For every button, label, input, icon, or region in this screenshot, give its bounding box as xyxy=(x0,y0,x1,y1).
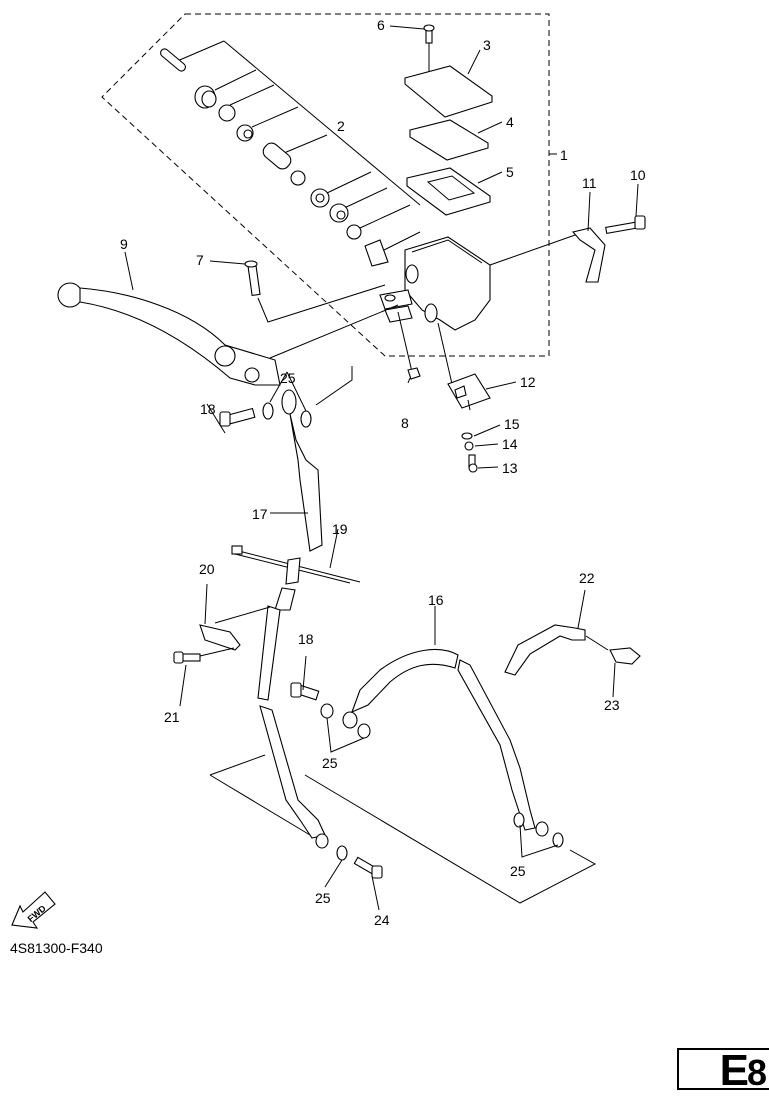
leader-lines xyxy=(124,25,639,911)
callout-7[interactable]: 7 xyxy=(196,252,204,268)
callout-21[interactable]: 21 xyxy=(164,709,180,725)
washer-middle-1 xyxy=(320,703,334,719)
hose-bracket-part xyxy=(504,624,586,676)
callout-10[interactable]: 10 xyxy=(630,167,646,183)
callout-18-upper[interactable]: 18 xyxy=(200,401,216,417)
dust-boot xyxy=(194,85,217,109)
seal-washer xyxy=(310,188,330,208)
cable-tie-part xyxy=(231,545,361,585)
callout-22[interactable]: 22 xyxy=(579,570,595,586)
callout-17[interactable]: 17 xyxy=(252,506,268,522)
callout-20[interactable]: 20 xyxy=(199,561,215,577)
callout-11[interactable]: 11 xyxy=(582,175,597,191)
callout-25-upper[interactable]: 25 xyxy=(280,370,296,386)
callout-3[interactable]: 3 xyxy=(483,37,491,53)
master-cylinder-body xyxy=(379,236,491,331)
kit-leader-lines xyxy=(174,40,421,251)
section-letter: E xyxy=(719,1046,749,1095)
piston-cup xyxy=(236,124,254,142)
nut-part xyxy=(407,367,421,380)
callout-18-middle[interactable]: 18 xyxy=(298,631,314,647)
kit-bracket xyxy=(223,40,421,206)
washer-upper-2 xyxy=(300,410,312,428)
assembly-boundary xyxy=(101,13,550,357)
guide-bolt-part xyxy=(173,651,201,664)
brake-switch-part xyxy=(447,373,491,409)
switch-screw-part xyxy=(468,454,478,473)
callout-24[interactable]: 24 xyxy=(374,912,390,928)
callout-4[interactable]: 4 xyxy=(506,114,514,130)
callout-25-lower-left[interactable]: 25 xyxy=(315,890,331,906)
spring xyxy=(364,239,389,267)
callout-9[interactable]: 9 xyxy=(120,236,128,252)
union-bolt-lower-part xyxy=(353,856,383,879)
holder-bolt-part xyxy=(605,215,646,235)
diaphragm-part xyxy=(406,167,491,216)
callout-2[interactable]: 2 xyxy=(337,118,345,134)
forward-arrow-icon: FWD xyxy=(11,891,56,929)
union-bolt-middle xyxy=(290,682,320,701)
washer-middle-2 xyxy=(357,723,371,739)
holder-part xyxy=(571,227,606,283)
callout-19[interactable]: 19 xyxy=(332,521,348,537)
callout-14[interactable]: 14 xyxy=(502,436,518,452)
hose-clamp-part xyxy=(609,647,641,665)
section-number: 8 xyxy=(746,1052,767,1093)
caliper-boundary xyxy=(209,754,597,904)
callout-25-middle[interactable]: 25 xyxy=(322,755,338,771)
section-badge: E8 xyxy=(677,1046,769,1095)
callout-1[interactable]: 1 xyxy=(560,147,568,163)
brake-lever-part xyxy=(57,282,281,386)
drawing-code: 4S81300-F340 xyxy=(10,940,103,956)
callout-16[interactable]: 16 xyxy=(428,592,444,608)
washer-lower-right-1 xyxy=(513,812,525,828)
retaining-clip xyxy=(346,224,362,240)
hose-guide-part xyxy=(199,624,241,651)
spring-washer-part xyxy=(464,441,474,451)
circlip xyxy=(218,104,236,122)
washer-upper-1 xyxy=(262,402,274,420)
callout-15[interactable]: 15 xyxy=(504,416,520,432)
plain-washer-part xyxy=(461,432,473,440)
cap-screw-part xyxy=(423,24,435,44)
section-label: E8 xyxy=(719,1046,767,1096)
callout-23[interactable]: 23 xyxy=(604,697,620,713)
brake-hose-1-part xyxy=(281,389,323,552)
callout-25-lower-right[interactable]: 25 xyxy=(510,863,526,879)
callout-13[interactable]: 13 xyxy=(502,460,518,476)
union-bolt-upper xyxy=(219,407,256,427)
piston xyxy=(262,142,306,186)
pivot-bolt-part xyxy=(244,260,261,297)
washer-lower-left xyxy=(336,845,348,861)
brake-hose-left-lower xyxy=(257,587,329,849)
piston-rod xyxy=(160,48,186,72)
secondary-cup xyxy=(329,203,349,223)
washer-lower-right-2 xyxy=(552,832,564,848)
callout-8[interactable]: 8 xyxy=(401,415,409,431)
callout-12[interactable]: 12 xyxy=(520,374,536,390)
diaphragm-plate-part xyxy=(409,119,489,161)
callout-6[interactable]: 6 xyxy=(377,17,385,33)
brake-hose-2-part xyxy=(342,649,549,837)
reservoir-cap-part xyxy=(404,65,493,118)
callout-5[interactable]: 5 xyxy=(506,164,514,180)
